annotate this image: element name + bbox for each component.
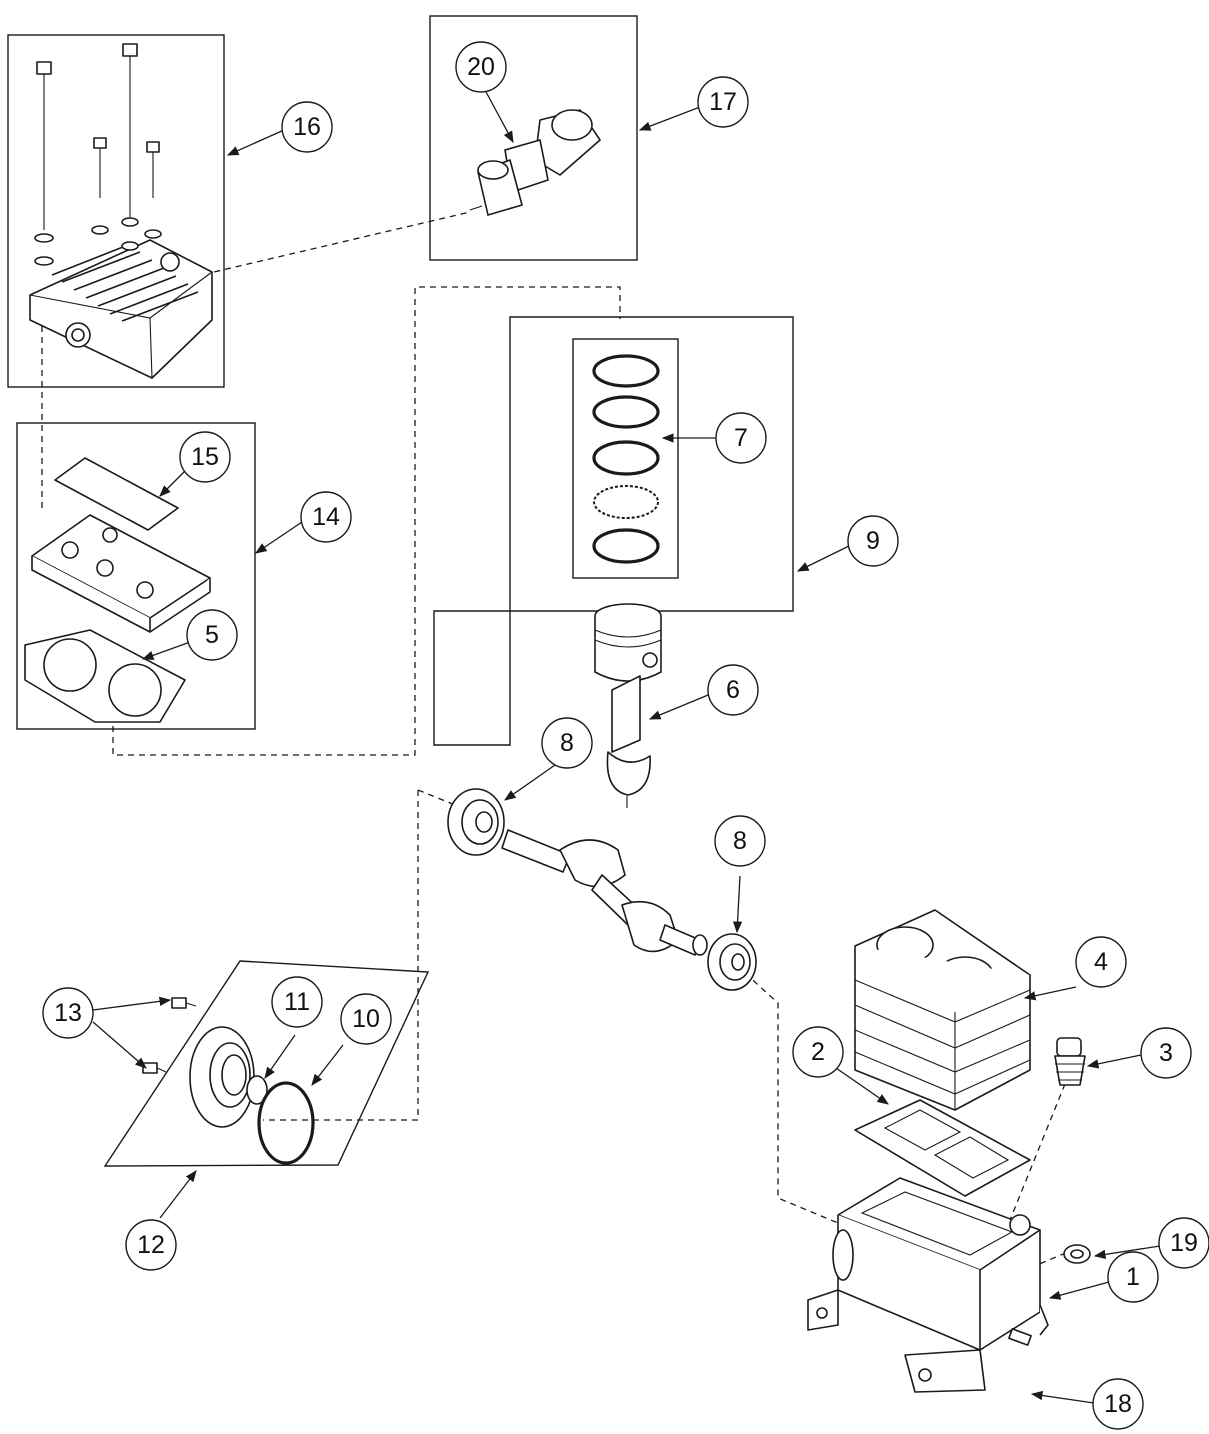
callout-11: 11 bbox=[271, 976, 323, 1028]
svg-text:4: 4 bbox=[1094, 948, 1108, 976]
callout-19: 19 bbox=[1158, 1217, 1209, 1269]
callout-16: 16 bbox=[281, 101, 333, 153]
group-box-piston-rings bbox=[572, 338, 679, 579]
bearing-right-part bbox=[707, 933, 757, 991]
callout-4: 4 bbox=[1075, 936, 1127, 988]
callout-20: 20 bbox=[455, 41, 507, 93]
callout-13: 13 bbox=[42, 987, 94, 1039]
group-box-bearing-cover bbox=[103, 960, 430, 1167]
callout-2: 2 bbox=[792, 1026, 844, 1078]
valve-plate-part bbox=[31, 514, 211, 633]
valve-kit-part bbox=[469, 109, 601, 216]
callout-10: 10 bbox=[340, 993, 392, 1045]
group-box-valve-plate bbox=[16, 422, 256, 730]
svg-text:17: 17 bbox=[709, 88, 737, 116]
svg-text:8: 8 bbox=[733, 827, 747, 855]
callout-6: 6 bbox=[707, 664, 759, 716]
cylinder-block-part bbox=[854, 909, 1031, 1111]
svg-text:8: 8 bbox=[560, 729, 574, 757]
svg-text:1: 1 bbox=[1126, 1263, 1140, 1291]
svg-text:14: 14 bbox=[312, 503, 340, 531]
crankcase-part bbox=[807, 1177, 1049, 1393]
svg-text:19: 19 bbox=[1170, 1229, 1198, 1257]
svg-text:18: 18 bbox=[1104, 1390, 1132, 1418]
bearing-cover-part bbox=[189, 1026, 255, 1128]
assembly-lines bbox=[41, 211, 1069, 1337]
svg-text:5: 5 bbox=[205, 621, 219, 649]
callout-12: 12 bbox=[125, 1219, 177, 1271]
svg-text:15: 15 bbox=[191, 443, 219, 471]
callout-9: 9 bbox=[847, 515, 899, 567]
callout-15: 15 bbox=[179, 431, 231, 483]
oil-plug-part bbox=[1063, 1244, 1091, 1264]
piston-rod-part bbox=[594, 603, 662, 808]
callout-5: 5 bbox=[186, 609, 238, 661]
drain-fitting-part bbox=[1008, 1328, 1032, 1346]
callout-18: 18 bbox=[1092, 1378, 1144, 1430]
svg-text:20: 20 bbox=[467, 53, 495, 81]
svg-text:13: 13 bbox=[54, 999, 82, 1027]
svg-text:10: 10 bbox=[352, 1005, 380, 1033]
crankshaft-part bbox=[501, 829, 708, 956]
callout-14: 14 bbox=[300, 491, 352, 543]
bearing-left-part bbox=[447, 788, 505, 856]
callout-8-lower: 8 bbox=[714, 815, 766, 867]
callout-3: 3 bbox=[1140, 1027, 1192, 1079]
cylinder-head-part bbox=[29, 43, 213, 379]
cover-screws-part bbox=[142, 997, 197, 1074]
svg-text:9: 9 bbox=[866, 527, 880, 555]
valve-plate-gasket-part bbox=[54, 457, 179, 531]
svg-text:3: 3 bbox=[1159, 1039, 1173, 1067]
svg-text:12: 12 bbox=[137, 1231, 165, 1259]
callout-8-upper: 8 bbox=[541, 717, 593, 769]
callout-7: 7 bbox=[715, 412, 767, 464]
group-box-crankshaft-assembly bbox=[433, 316, 794, 746]
group-box-valve-kit bbox=[429, 15, 638, 261]
piston-rings-part bbox=[592, 354, 660, 564]
oil-seal-part bbox=[246, 1075, 268, 1105]
svg-text:16: 16 bbox=[293, 113, 321, 141]
leader-lines bbox=[92, 89, 1161, 1404]
svg-text:6: 6 bbox=[726, 676, 740, 704]
breather-part bbox=[1054, 1037, 1086, 1086]
svg-text:7: 7 bbox=[734, 424, 748, 452]
svg-text:11: 11 bbox=[284, 988, 310, 1016]
o-ring-part bbox=[257, 1081, 315, 1165]
callout-17: 17 bbox=[697, 76, 749, 128]
group-box-cylinder-head bbox=[7, 34, 225, 388]
svg-text:2: 2 bbox=[811, 1038, 825, 1066]
head-gasket-part bbox=[24, 629, 186, 723]
base-gasket-part bbox=[854, 1099, 1031, 1197]
callout-1: 1 bbox=[1107, 1251, 1159, 1303]
